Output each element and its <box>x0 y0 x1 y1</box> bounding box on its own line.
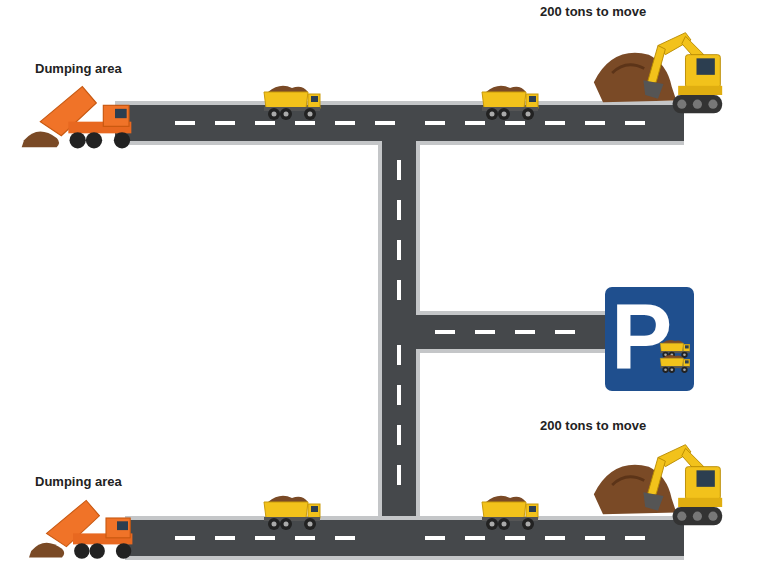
parking-letter: P <box>605 287 694 383</box>
area-label: Dumping area <box>35 61 122 76</box>
area-label: 200 tons to move <box>540 418 646 433</box>
parking-sign: P <box>605 287 694 391</box>
area-label: 200 tons to move <box>540 4 646 19</box>
area-label: Dumping area <box>35 474 122 489</box>
